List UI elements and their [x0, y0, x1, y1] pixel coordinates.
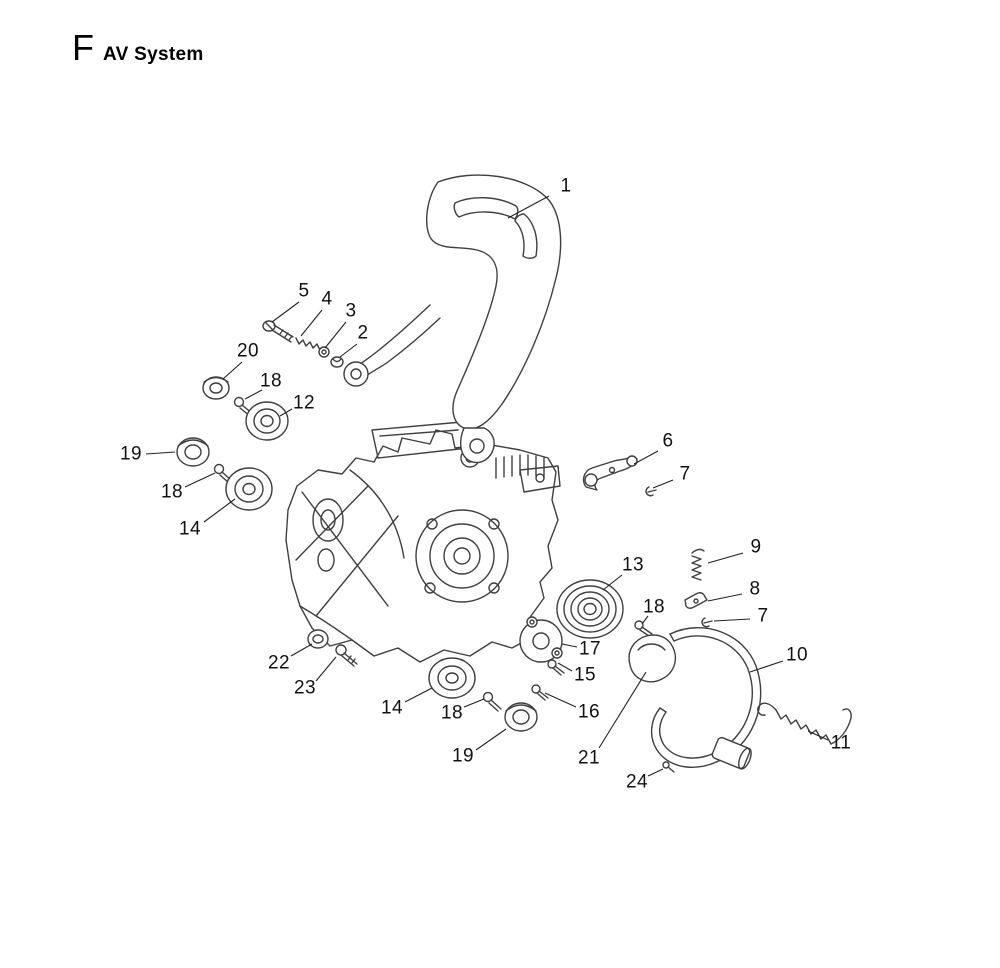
- part-5-screw: [262, 320, 294, 343]
- leader-line-22: [290, 643, 313, 657]
- leader-line-15: [557, 662, 573, 672]
- part-18-pin-d: [482, 691, 502, 712]
- part-2-bushing: [330, 356, 344, 368]
- part-24-screw: [662, 761, 675, 773]
- leader-line-4: [300, 309, 323, 337]
- part-crankcase-housing: [285, 421, 561, 663]
- leader-line-19: [145, 451, 176, 455]
- part-7-clip-a: [645, 486, 657, 497]
- page-title-letter: F: [72, 27, 94, 68]
- part-15-screw: [547, 659, 565, 676]
- part-4-spring: [295, 337, 321, 351]
- part-23-screw: [335, 644, 358, 667]
- leader-line-12: [279, 408, 293, 417]
- page-title-text: AV System: [103, 44, 204, 65]
- part-20-bushing: [202, 376, 230, 400]
- part-8-clip: [684, 592, 708, 609]
- leader-line-14: [203, 498, 236, 523]
- part-22-grommet: [307, 629, 329, 649]
- leader-line-18: [244, 389, 263, 400]
- leader-line-14: [404, 687, 433, 703]
- part-12-buffer: [245, 401, 289, 441]
- leader-line-23: [315, 656, 337, 682]
- part-14-buffer-a: [225, 467, 273, 511]
- part-16-screw: [531, 684, 549, 701]
- leader-line-18: [463, 698, 485, 708]
- part-7-clip-b: [701, 617, 713, 628]
- part-14-buffer-b: [428, 657, 476, 699]
- part-1-handle: [343, 174, 562, 464]
- leader-line-7: [652, 479, 674, 489]
- leader-line-10: [749, 660, 784, 673]
- part-19-cup-b: [504, 702, 538, 732]
- leader-line-16: [544, 692, 577, 708]
- leader-line-6: [633, 450, 659, 465]
- part-13-buffer: [556, 579, 624, 639]
- part-19-cup-a: [176, 437, 210, 467]
- leader-line-24: [647, 768, 664, 777]
- page-title: F AV System: [72, 30, 204, 66]
- leader-line-7: [713, 618, 751, 622]
- leader-line-13: [602, 574, 623, 591]
- leader-line-20: [222, 361, 243, 380]
- leader-line-11: [807, 730, 829, 741]
- leader-line-21: [598, 671, 647, 749]
- leader-line-8: [707, 593, 743, 602]
- leader-line-17: [561, 643, 578, 648]
- part-roller-sleeve: [711, 736, 752, 770]
- leader-line-9: [707, 552, 744, 564]
- leader-line-2: [339, 343, 358, 358]
- part-9-spring: [691, 548, 705, 581]
- part-18-pin-c: [634, 620, 653, 637]
- part-11-spring: [757, 702, 852, 745]
- part-3-washer: [318, 346, 330, 358]
- part-6-lever: [582, 455, 638, 491]
- part-18-pin-b: [213, 463, 233, 484]
- leader-line-1: [507, 195, 550, 219]
- leader-line-19: [475, 728, 507, 751]
- leader-line-18: [641, 615, 649, 625]
- leader-lines: [145, 195, 829, 777]
- leader-line-18: [184, 472, 216, 488]
- part-17-cover: [519, 616, 563, 663]
- leader-line-3: [324, 321, 347, 349]
- part-21-cover: [628, 634, 677, 683]
- leader-line-5: [271, 301, 300, 323]
